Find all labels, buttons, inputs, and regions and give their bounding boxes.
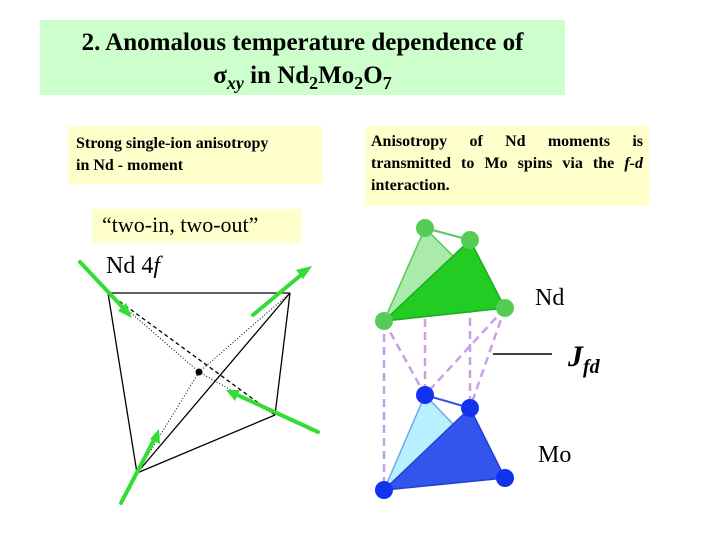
title-o-sub: 7: [382, 73, 392, 93]
spin-arrow-out: [119, 432, 159, 505]
mo-tetrahedron-shaded: [375, 386, 514, 499]
tetra-edge: [136, 292, 291, 474]
title-line-1: 2. Anomalous temperature dependence of: [81, 29, 524, 56]
fd-bond: [424, 307, 506, 396]
note-right-part-2: interaction.: [371, 177, 450, 194]
two-in-two-out-label: “two-in, two-out”: [92, 209, 301, 243]
tetra-center-dots: [198, 292, 291, 373]
spin-arrow-in: [229, 390, 320, 434]
note-left-line-2: in Nd - moment: [76, 157, 184, 174]
single-ion-anisotropy-note: Strong single-ion anisotropy in Nd - mom…: [68, 126, 322, 184]
arrowhead: [296, 266, 312, 279]
nd-atom: [496, 299, 514, 317]
title-sigma-sub: xy: [226, 73, 244, 93]
title-banner: 2. Anomalous temperature dependence of σ…: [40, 20, 565, 95]
nd-label: Nd: [535, 285, 565, 311]
nd-4f-prefix: Nd 4: [106, 253, 154, 279]
mo-atom: [496, 469, 514, 487]
tetra-edge: [136, 414, 276, 474]
title-mo-sub: 2: [354, 73, 364, 93]
title-o: O: [363, 62, 383, 89]
jfd-label: Jfd: [568, 340, 600, 381]
arrowhead: [226, 390, 240, 401]
nd-4f-italic: f: [153, 253, 161, 279]
tetra-edge-hidden: [107, 292, 276, 416]
spin-arrow-in: [78, 260, 130, 315]
nd-tetrahedron-shaded: [375, 219, 514, 330]
jfd-sub: fd: [583, 356, 600, 378]
nd-atom: [375, 312, 393, 330]
nd-spin-arrows: [78, 260, 320, 505]
title-nd-sub: 2: [309, 73, 319, 93]
title-sigma: σ: [213, 62, 227, 89]
mo-label: Mo: [538, 442, 572, 468]
note-right-part-1: Anisotropy of Nd moments is transmitted …: [371, 133, 643, 172]
mo-atom: [375, 481, 393, 499]
nd-atom: [416, 219, 434, 237]
fd-bond: [382, 320, 427, 396]
tetra-edge: [274, 292, 291, 416]
fd-interaction-note: Anisotropy of Nd moments is transmitted …: [365, 126, 649, 206]
jfd-main: J: [568, 340, 583, 373]
nd-tetrahedron: [107, 292, 291, 474]
mo-atom: [416, 386, 434, 404]
spin-arrow-out: [251, 268, 309, 317]
title-in-nd: in Nd: [243, 62, 310, 89]
tetra-center: [195, 368, 203, 376]
tetra-center-dots: [107, 292, 200, 373]
nd-face-dark: [381, 238, 507, 322]
mo-face-dark: [381, 406, 507, 491]
tetra-edge: [107, 292, 138, 474]
fd-bond: [468, 307, 507, 409]
note-left-line-1: Strong single-ion anisotropy: [76, 135, 269, 152]
tetra-center-dots: [198, 371, 276, 416]
nd-4f-label: Nd 4f: [106, 252, 160, 280]
arrowhead: [150, 429, 160, 444]
title-line-2: σxy in Nd2Mo2O7: [40, 59, 565, 100]
mo-atom: [461, 399, 479, 417]
arrowhead: [118, 303, 132, 318]
nd-atom: [461, 231, 479, 249]
title-mo: Mo: [318, 62, 355, 89]
note-right-fd: f-d: [624, 155, 643, 172]
